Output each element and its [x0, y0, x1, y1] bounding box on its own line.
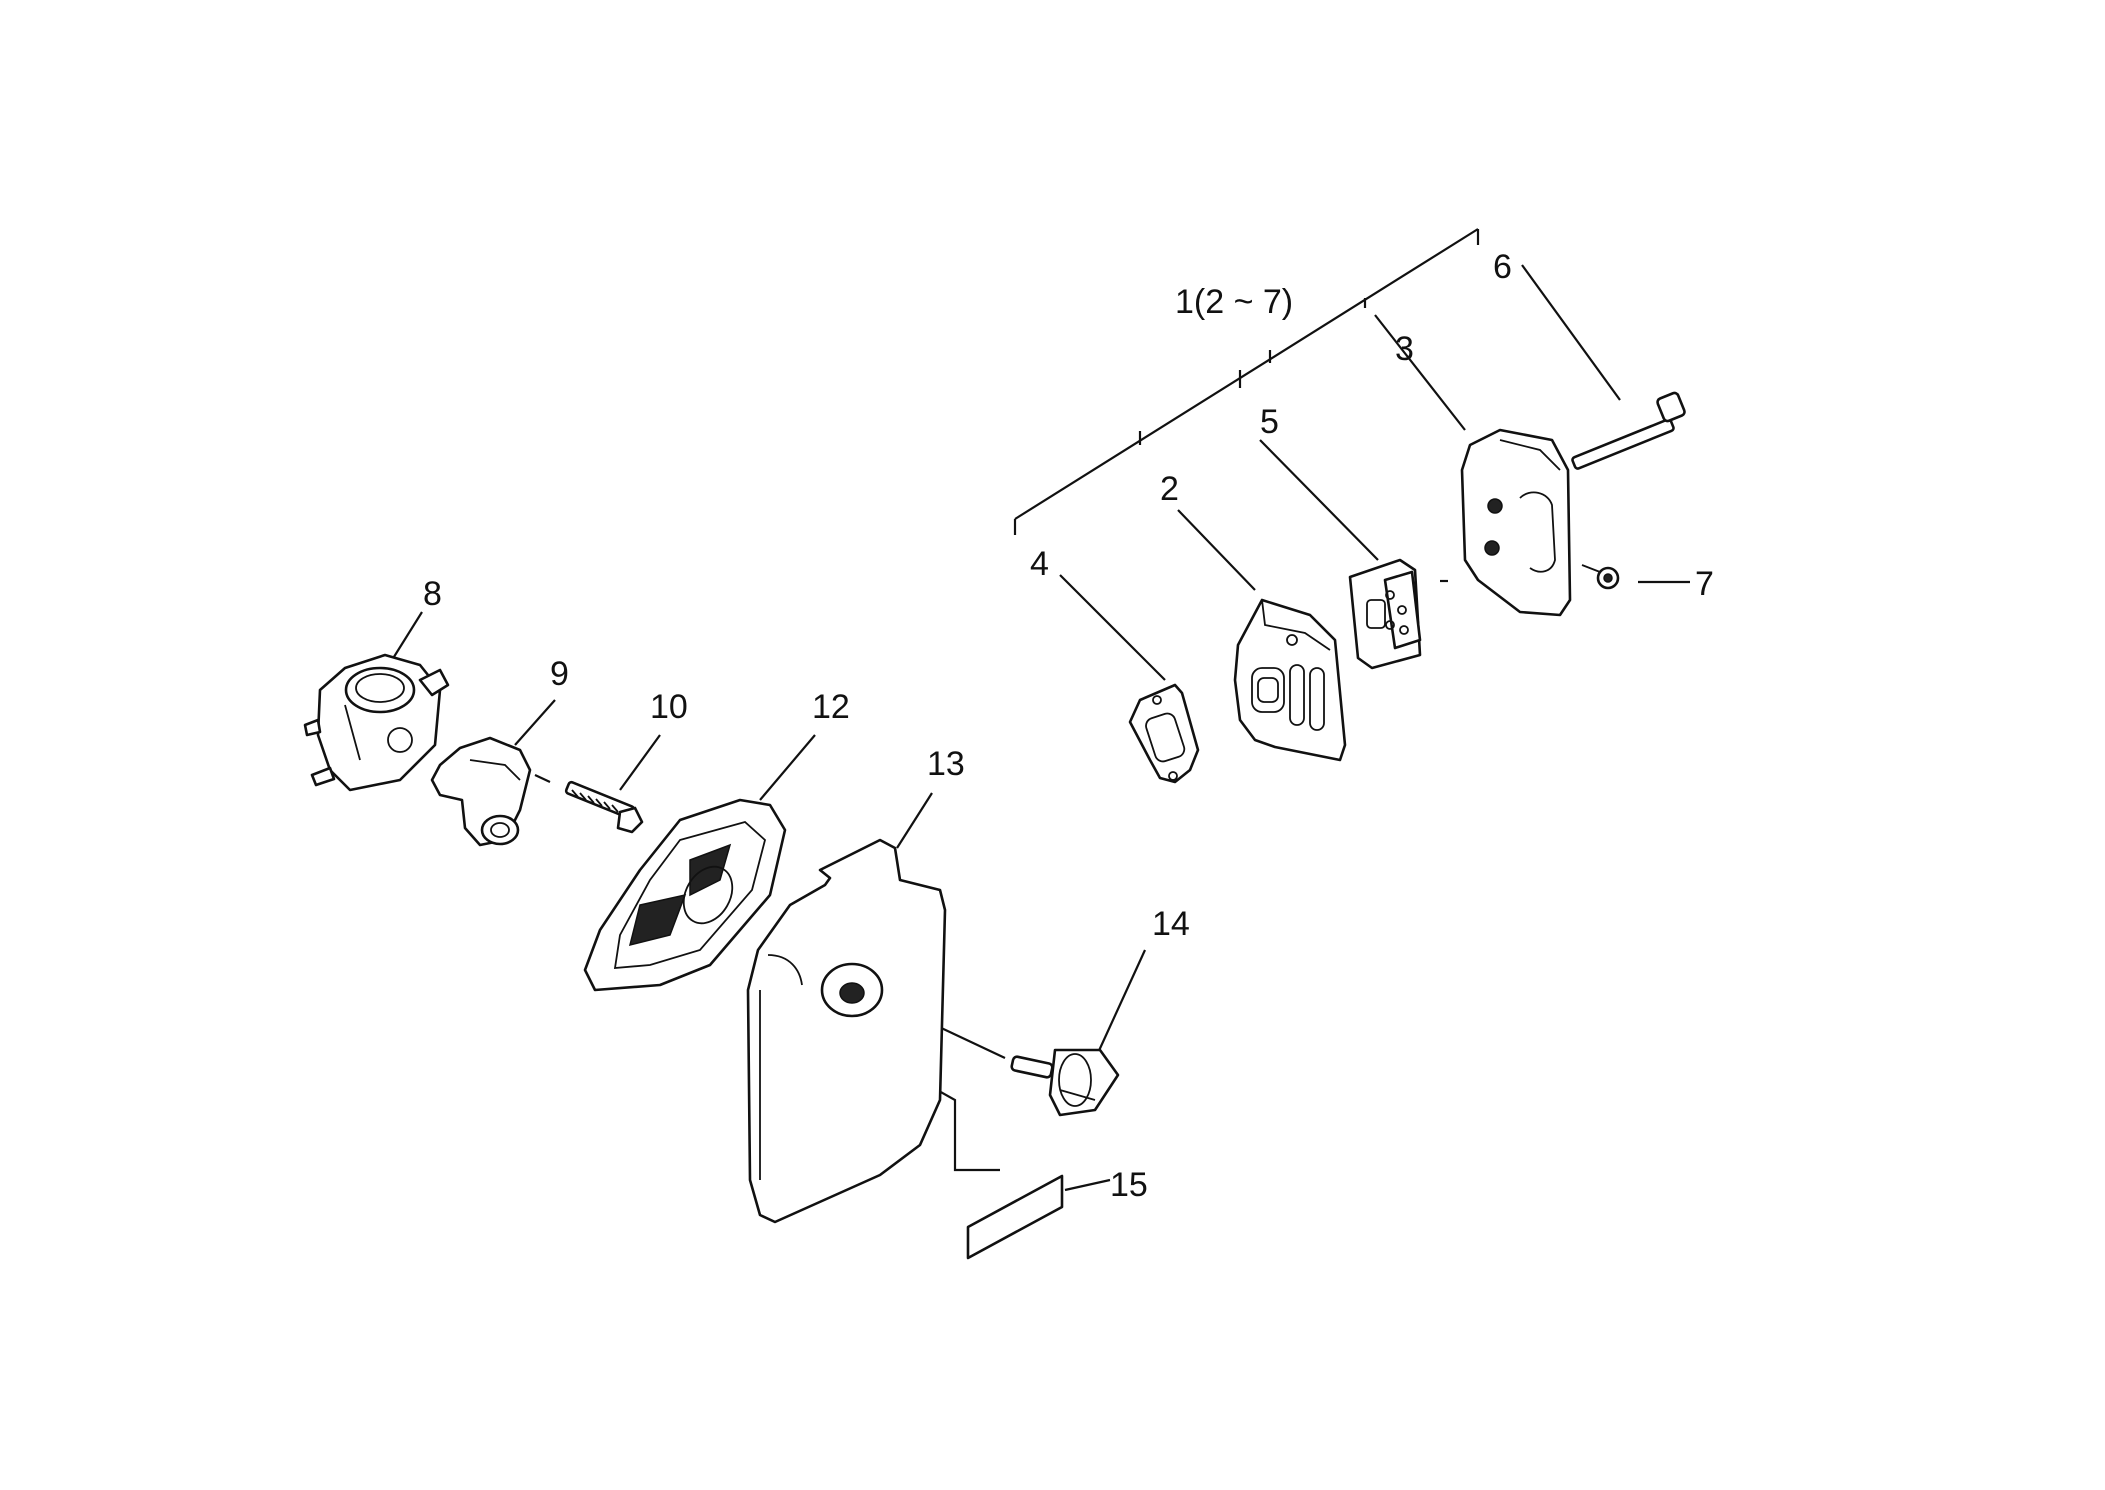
- label-assembly: 1(2 ~ 7): [1175, 283, 1293, 321]
- small-screw: [1581, 564, 1620, 590]
- label-part-14: 14: [1152, 905, 1190, 943]
- label-part-13: 13: [927, 745, 965, 783]
- air-filter: [583, 798, 787, 992]
- intake-bolt: [564, 780, 644, 834]
- label-part-9: 9: [550, 655, 569, 693]
- long-bolt: [1571, 391, 1686, 470]
- label-part-15: 15: [1110, 1166, 1148, 1204]
- air-filter-cover: [746, 838, 947, 1224]
- part-labels: 1(2 ~ 7) 2 3 4 5 6 7 8 9 10 12 13 14 15: [423, 248, 1714, 1204]
- label-part-7: 7: [1695, 565, 1714, 603]
- label-part-4: 4: [1030, 545, 1049, 583]
- muffler-cover: [1460, 428, 1572, 617]
- label-part-8: 8: [423, 575, 442, 613]
- label-part-12: 12: [812, 688, 850, 726]
- leader-lines: [391, 264, 1690, 1192]
- label-part-2: 2: [1160, 470, 1179, 508]
- carburetor: [303, 653, 450, 792]
- label-part-3: 3: [1395, 330, 1414, 368]
- muffler-body: [1233, 598, 1347, 762]
- cover-knob: [1010, 1048, 1120, 1117]
- label-part-6: 6: [1493, 248, 1512, 286]
- gasket: [1128, 683, 1200, 784]
- label-part-10: 10: [650, 688, 688, 726]
- label-sticker: [966, 1174, 1064, 1260]
- spark-arrestor: [1348, 558, 1422, 670]
- assembly-bracket: [1013, 228, 1480, 535]
- intake-adapter: [430, 736, 532, 847]
- label-part-5: 5: [1260, 403, 1279, 441]
